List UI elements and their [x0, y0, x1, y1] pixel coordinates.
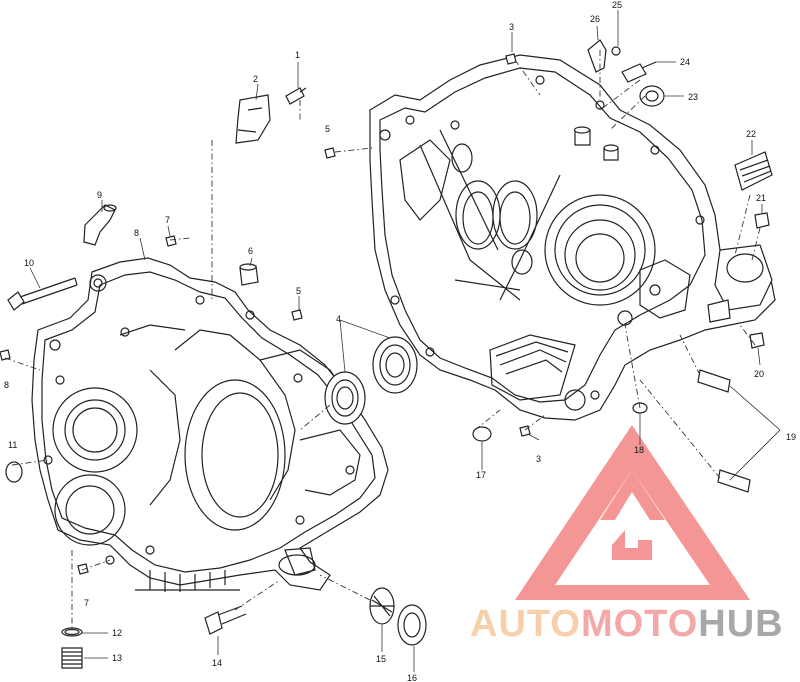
assembly-guide-lines	[4, 50, 761, 630]
part-19-fittings	[697, 369, 751, 493]
callout-numbers: 1 2 3 3 4 5 5 6 7 7 8 8 9 10 11 12 13 14…	[4, 0, 796, 682]
callout-21: 21	[756, 193, 766, 203]
watermark-logo	[515, 425, 750, 600]
callout-7: 7	[165, 215, 170, 225]
callout-16: 16	[407, 673, 417, 682]
svg-text:AUTOMOTOHUB: AUTOMOTOHUB	[470, 603, 784, 645]
part-18-washer	[632, 402, 648, 414]
right-crankcase-half	[369, 54, 776, 421]
callout-10: 10	[24, 258, 34, 268]
part-1-bolt	[285, 87, 307, 105]
callout-2: 2	[253, 74, 258, 84]
callout-18: 18	[634, 445, 644, 455]
part-24-stud	[621, 61, 657, 83]
callout-24: 24	[680, 57, 690, 67]
part-4-bearings	[324, 336, 418, 425]
left-crankcase-half	[31, 257, 389, 592]
part-11-cap	[5, 461, 23, 483]
part-9-elbow	[83, 204, 117, 246]
part-21-nut	[754, 212, 770, 229]
callout-9: 9	[97, 190, 102, 200]
callout-7: 7	[84, 598, 89, 608]
logo-triangle-icon	[515, 425, 750, 600]
part-12-oring	[61, 627, 83, 637]
callout-20: 20	[754, 369, 764, 379]
callout-3: 3	[536, 454, 541, 464]
callout-5: 5	[296, 286, 301, 296]
watermark-word-moto: MOTO	[581, 603, 698, 645]
callout-12: 12	[112, 628, 122, 638]
right-block-boss	[707, 244, 773, 323]
callout-25: 25	[612, 0, 622, 10]
part-20-nut	[749, 332, 765, 349]
part-5-dowels	[291, 147, 336, 321]
part-2-bracket	[235, 94, 271, 144]
part-13-plug	[61, 647, 83, 669]
callout-19: 19	[786, 432, 796, 442]
callout-14: 14	[212, 658, 222, 668]
part-15-needle-bearing	[369, 587, 395, 625]
callout-13: 13	[112, 653, 122, 663]
part-23-bushing	[639, 85, 665, 107]
leader-lines	[29, 10, 781, 672]
watermark-wordmark: AUTOMOTOHUB	[470, 603, 784, 645]
part-25-26-bracket	[587, 39, 621, 73]
callout-22: 22	[746, 129, 756, 139]
part-16-seal	[397, 604, 427, 646]
part-10-long-bolt	[7, 277, 78, 311]
part-22-sleeve	[734, 151, 773, 191]
callout-11: 11	[8, 440, 17, 450]
callout-4: 4	[336, 314, 341, 324]
watermark-word-hub: HUB	[698, 603, 783, 645]
callout-26: 26	[590, 14, 600, 24]
part-14-bolt	[204, 605, 247, 635]
callout-17: 17	[476, 470, 486, 480]
part-17-plug	[472, 426, 492, 442]
callout-3: 3	[509, 22, 514, 32]
part-6-sleeve	[239, 263, 259, 286]
callout-8: 8	[4, 380, 9, 390]
callout-6: 6	[248, 246, 253, 256]
callout-5: 5	[325, 124, 330, 134]
watermark-word-auto: AUTO	[470, 603, 581, 645]
callout-8: 8	[134, 228, 139, 238]
callout-23: 23	[688, 92, 698, 102]
callout-15: 15	[376, 654, 386, 664]
callout-1: 1	[295, 50, 300, 60]
part-7-8-pins	[0, 235, 177, 575]
